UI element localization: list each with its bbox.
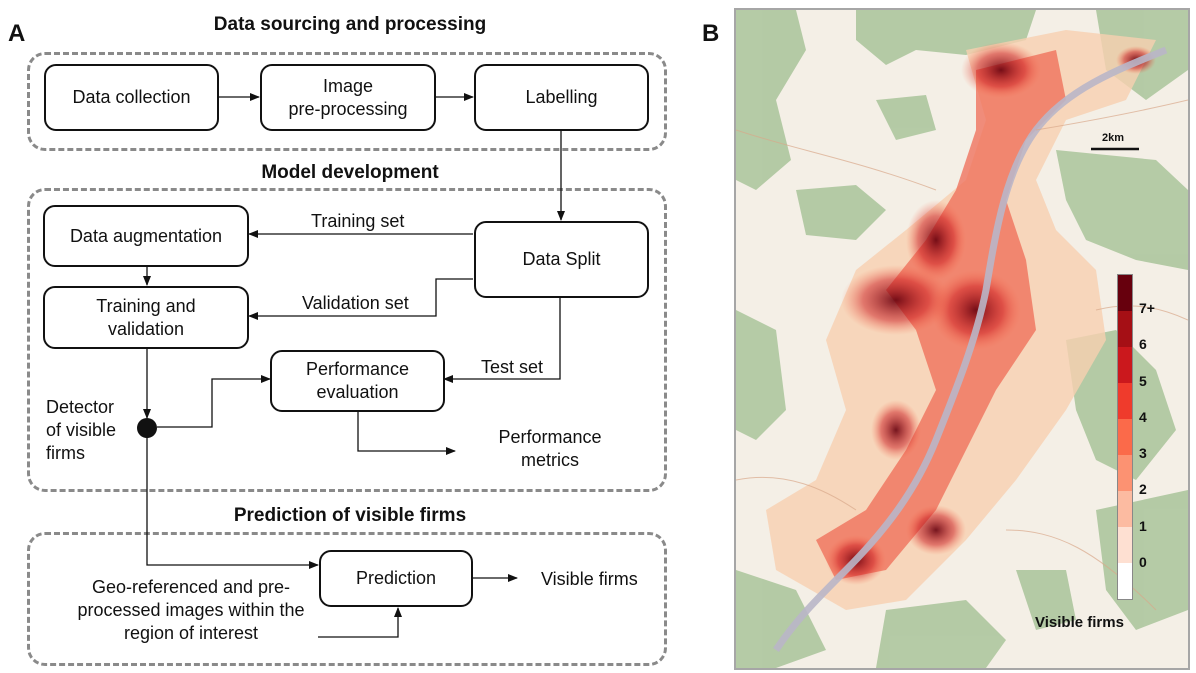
flow-arrows xyxy=(137,93,565,638)
legend-tick-label: 7+ xyxy=(1139,300,1155,317)
performance-evaluation-box: Performance evaluation xyxy=(270,350,445,412)
legend-tick-label: 1 xyxy=(1139,517,1147,534)
prediction-section-frame xyxy=(27,532,667,666)
arrow-detector-to-prediction xyxy=(146,437,319,569)
legend-tick-label: 2 xyxy=(1139,481,1147,498)
model-section-frame xyxy=(27,188,667,492)
image-preprocessing-box: Image pre-processing xyxy=(260,64,436,131)
legend-tick-label: 0 xyxy=(1139,553,1147,570)
map-canvas xyxy=(736,10,1188,668)
river xyxy=(773,46,1168,652)
green-areas xyxy=(736,10,1188,668)
data-collection-box: Data collection xyxy=(44,64,219,131)
performance-metrics-label: Performance metrics xyxy=(498,427,602,470)
panel-b-letter: B xyxy=(702,20,720,47)
firm-density-map: 2km 7+ 6 5 4 3 2 1 0 Visible firms xyxy=(734,8,1190,670)
legend-tick-label: 4 xyxy=(1139,408,1147,425)
legend-title: Visible firms xyxy=(1035,614,1124,631)
training-validation-box: Training and validation xyxy=(43,286,249,349)
labelling-box: Labelling xyxy=(474,64,649,131)
visible-firms-output-label: Visible firms xyxy=(541,569,638,589)
sourcing-section-frame xyxy=(27,52,667,151)
arrow-evaluation-to-metrics xyxy=(357,412,456,455)
scale-bar-label: 2km xyxy=(1102,132,1125,144)
arrow-validation-set xyxy=(248,278,473,320)
section-title-model: Model development xyxy=(261,162,439,183)
test-set-label: Test set xyxy=(481,357,544,377)
legend-colorbar xyxy=(1117,274,1133,600)
detector-label: Detector of visible firms xyxy=(46,397,117,463)
detector-node xyxy=(137,418,157,438)
prediction-box: Prediction xyxy=(319,550,473,607)
data-split-box: Data Split xyxy=(474,221,649,298)
training-set-label: Training set xyxy=(311,211,405,231)
geo-images-label: Geo-referenced and pre- processed images… xyxy=(77,577,305,643)
arrow-images-to-prediction xyxy=(318,607,402,638)
legend-tick-label: 6 xyxy=(1139,336,1147,353)
arrow-detector-to-evaluation xyxy=(157,375,271,428)
legend-tick-label: 3 xyxy=(1139,445,1147,462)
section-title-sourcing: Data sourcing and processing xyxy=(213,14,487,35)
data-augmentation-box: Data augmentation xyxy=(43,205,249,267)
legend-tick-label: 5 xyxy=(1139,372,1147,389)
validation-set-label: Validation set xyxy=(302,293,409,313)
roads xyxy=(736,99,1188,611)
arrow-test-set xyxy=(443,297,561,383)
panel-a-letter: A xyxy=(8,20,26,47)
section-title-prediction: Prediction of visible firms xyxy=(233,505,467,526)
hotspots xyxy=(826,42,1156,585)
